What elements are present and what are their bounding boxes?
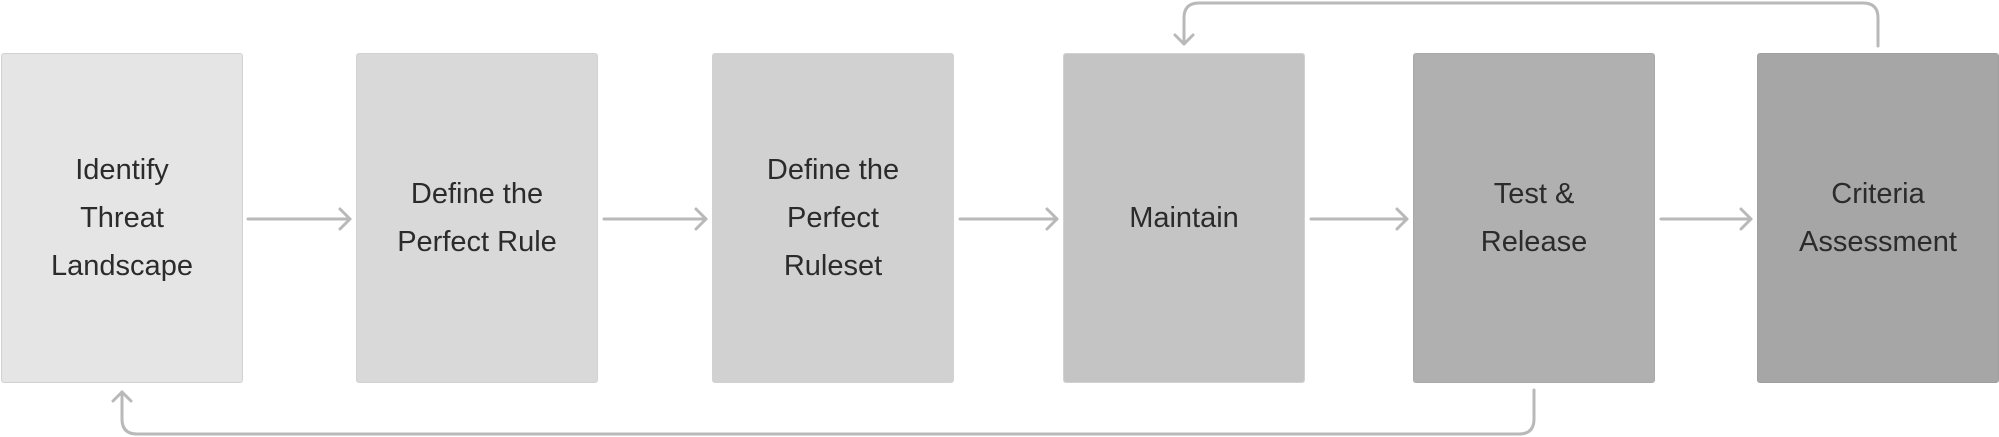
feedback-arrow-release-to-identify [111, 388, 1536, 436]
arrow-step1-to-step2 [246, 207, 352, 231]
step-define-perfect-rule: Define the Perfect Rule [356, 53, 598, 383]
arrow-step3-to-step4 [958, 207, 1059, 231]
step-label: Maintain [1129, 202, 1239, 234]
feedback-arrow-criteria-to-maintain [1173, 1, 1880, 48]
step-label: Test & Release [1480, 178, 1588, 258]
step-label: Define the Perfect Ruleset [766, 154, 900, 282]
step-label: Identify Threat Landscape [51, 154, 193, 282]
arrow-step5-to-step6 [1659, 207, 1753, 231]
step-label: Define the Perfect Rule [397, 178, 557, 258]
step-test-release: Test & Release [1413, 53, 1655, 383]
step-label: Criteria Assessment [1799, 178, 1957, 258]
step-define-perfect-ruleset: Define the Perfect Ruleset [712, 53, 954, 383]
step-identify-threat-landscape: Identify Threat Landscape [1, 53, 243, 383]
step-maintain: Maintain [1063, 53, 1305, 383]
arrow-step2-to-step3 [602, 207, 708, 231]
arrow-step4-to-step5 [1309, 207, 1409, 231]
step-criteria-assessment: Criteria Assessment [1757, 53, 1999, 383]
